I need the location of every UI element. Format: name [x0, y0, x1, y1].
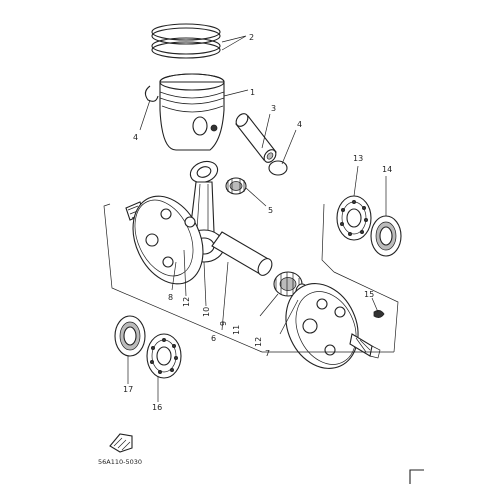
- crank-left: [125, 195, 204, 285]
- callout-4-right: 4: [297, 120, 302, 129]
- circlip-left: [144, 85, 159, 102]
- callout-labels: 1 2 3 4 4 5 6 7 8 9 10 11 12 12 13 14 15…: [123, 33, 392, 412]
- piston: [159, 73, 225, 151]
- callout-5: 5: [268, 206, 273, 215]
- callout-12-right: 12: [254, 337, 263, 347]
- piston-pin: [235, 113, 277, 163]
- big-end-bearing: [273, 271, 303, 297]
- callout-17: 17: [123, 385, 133, 394]
- woodruff-key: [373, 310, 385, 318]
- callout-4-left: 4: [133, 133, 138, 142]
- callout-1: 1: [250, 88, 255, 97]
- callout-15: 15: [364, 290, 374, 299]
- callout-16: 16: [152, 403, 162, 412]
- assembly-brackets: [103, 203, 399, 353]
- callout-8: 8: [168, 293, 173, 302]
- callout-3: 3: [271, 104, 276, 113]
- callout-7: 7: [265, 349, 270, 358]
- crank-pin: [211, 231, 273, 276]
- piston-rings: [151, 23, 221, 59]
- leader-lines: [127, 35, 387, 402]
- circlip-right: [268, 160, 288, 176]
- callout-12-left: 12: [182, 297, 191, 307]
- callout-11: 11: [232, 325, 241, 335]
- callout-13: 13: [353, 154, 363, 163]
- oil-seal-17: [114, 315, 146, 357]
- small-end-bearing: [225, 177, 247, 195]
- oil-seal-14: [370, 215, 402, 257]
- bearing-13: [336, 195, 372, 241]
- corner-mark: [409, 469, 424, 486]
- callout-2: 2: [249, 33, 254, 42]
- callout-6: 6: [211, 334, 216, 343]
- diagram-code: 56A110-5030: [98, 458, 142, 466]
- callout-14: 14: [382, 165, 392, 174]
- engine-mark-icon: [109, 433, 133, 453]
- bearing-16: [146, 333, 182, 379]
- callout-10: 10: [202, 307, 211, 317]
- crank-right: [285, 283, 381, 369]
- callout-9: 9: [219, 321, 228, 326]
